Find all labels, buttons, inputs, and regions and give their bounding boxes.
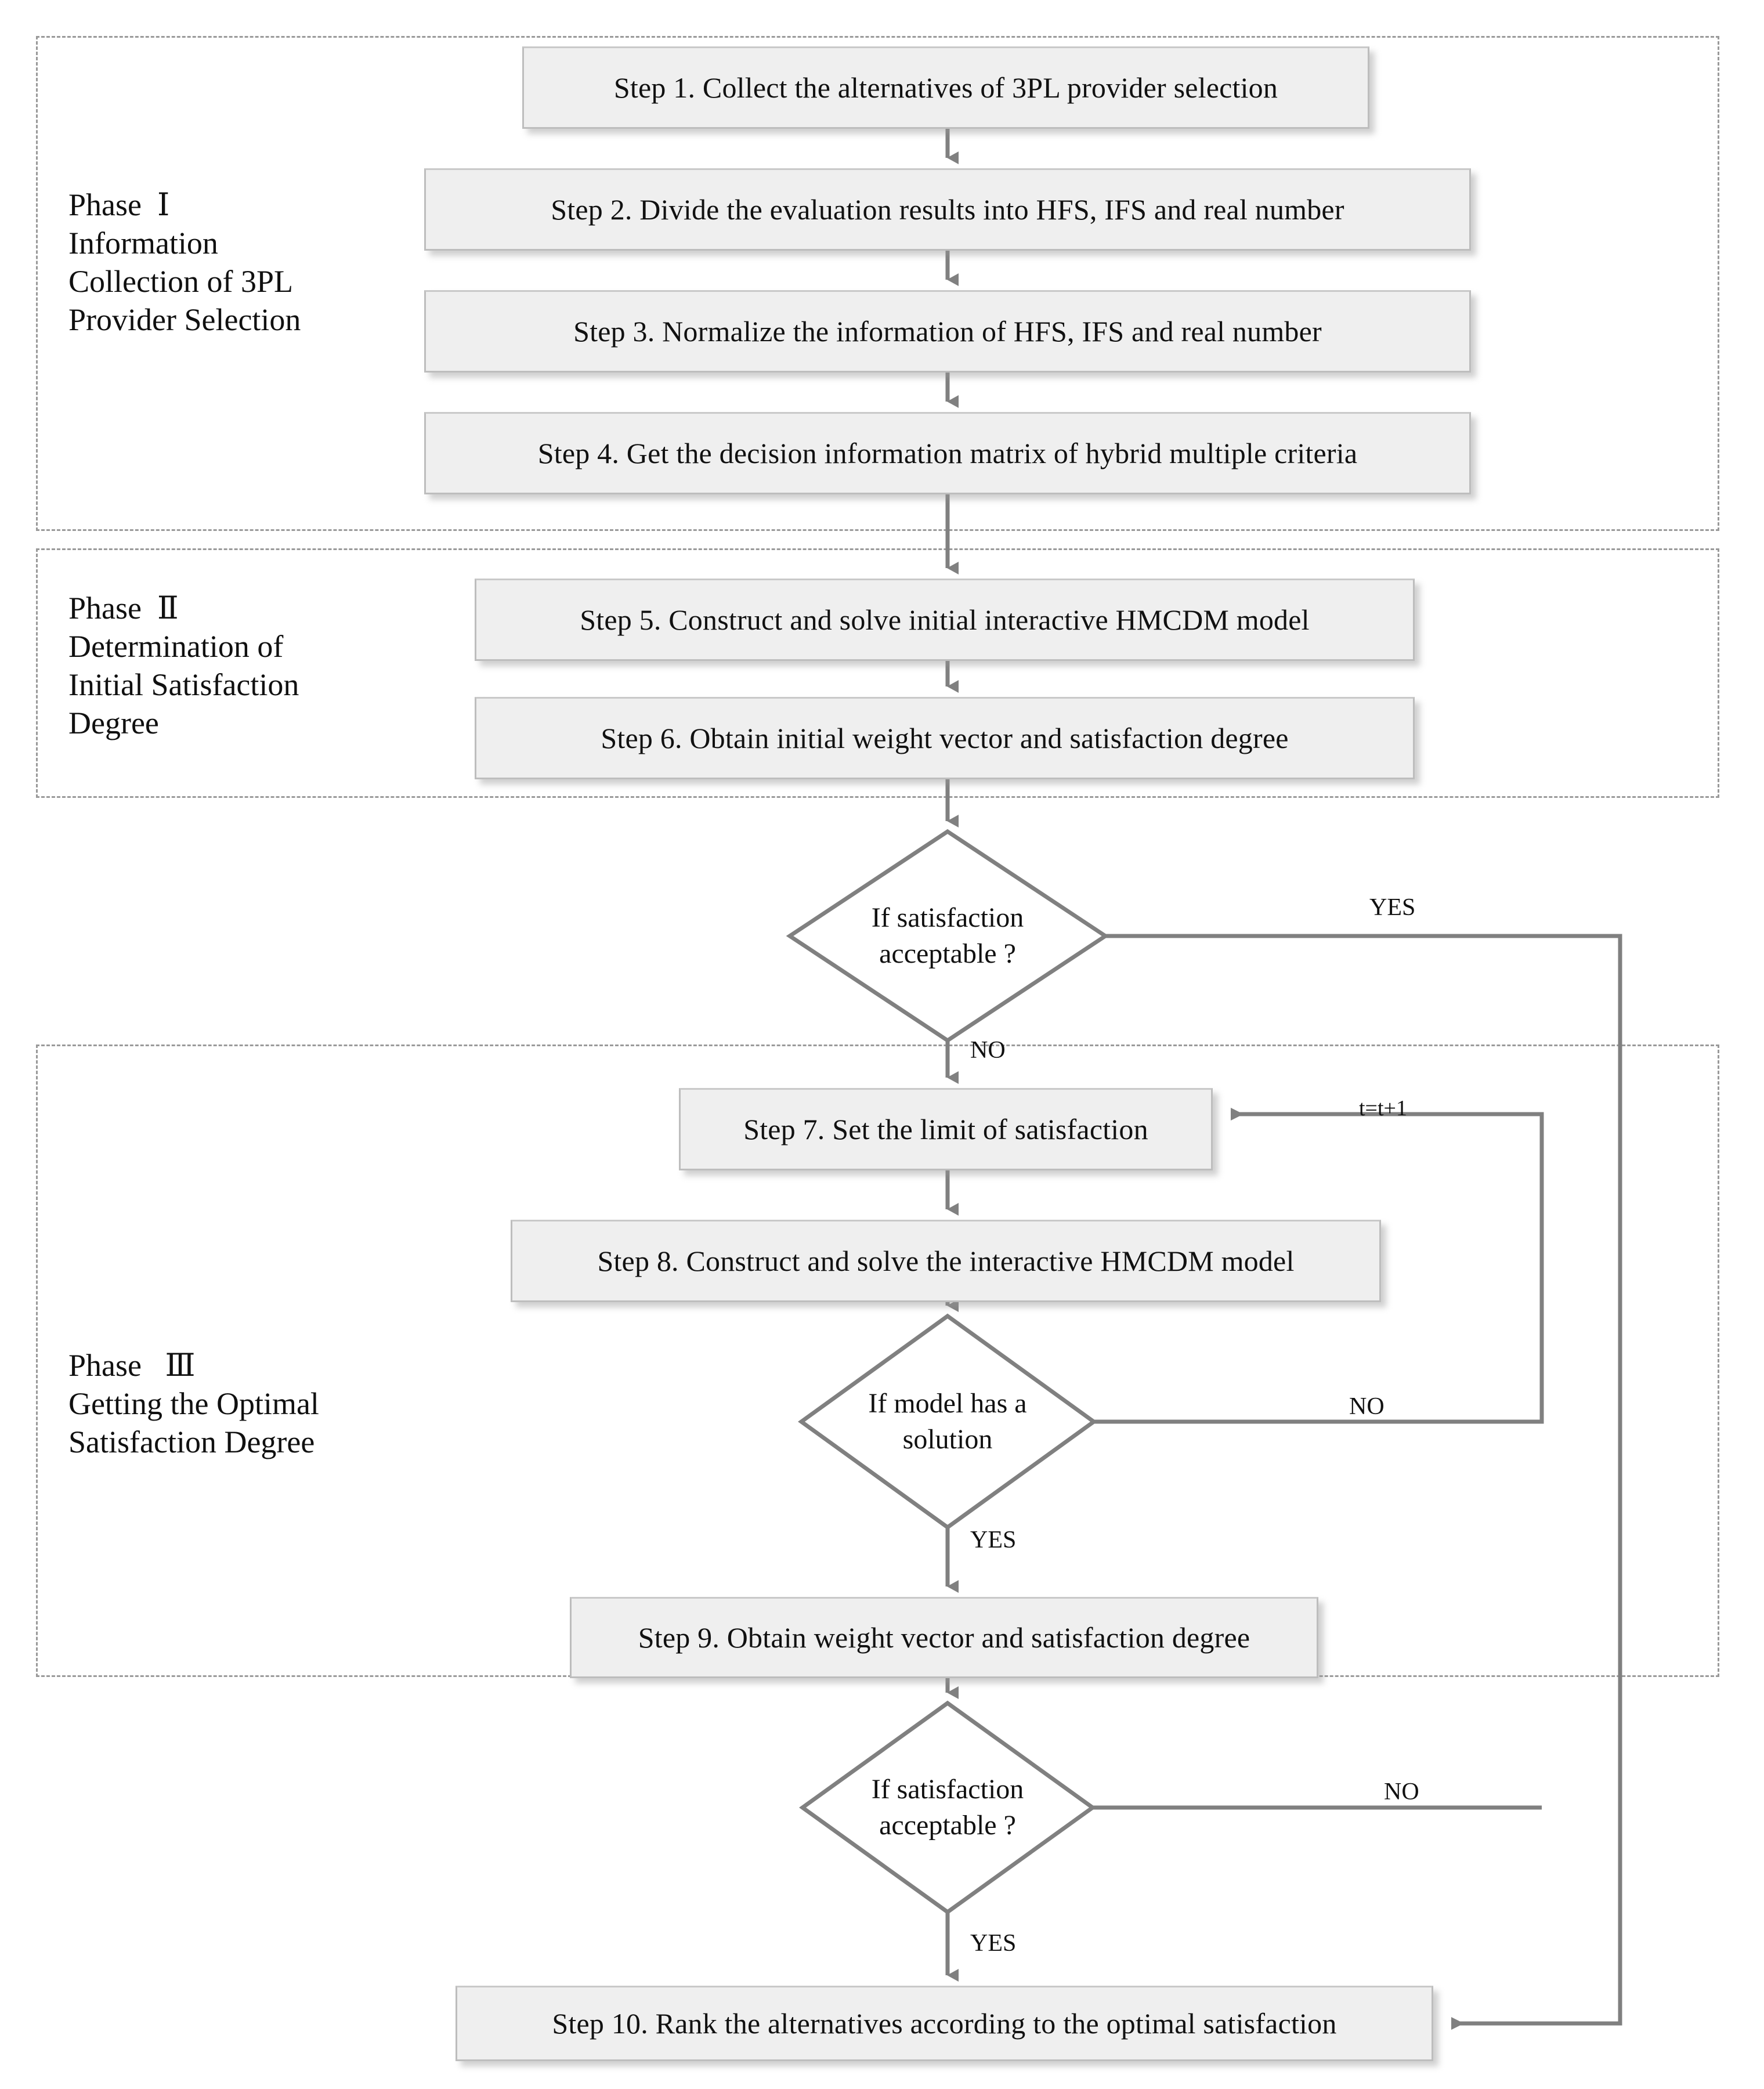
step-9-label: Step 9. Obtain weight vector and satisfa…: [638, 1621, 1250, 1654]
decision-1-label: If satisfaction acceptable ?: [871, 902, 1024, 969]
decision-2-shape: [798, 1313, 1097, 1530]
step-6-label: Step 6. Obtain initial weight vector and…: [601, 722, 1289, 754]
step-4-box[interactable]: Step 4. Get the decision information mat…: [424, 412, 1471, 494]
step-3-box[interactable]: Step 3. Normalize the information of HFS…: [424, 290, 1471, 373]
step-6-box[interactable]: Step 6. Obtain initial weight vector and…: [475, 697, 1415, 779]
phase-2-label: Phase Ⅱ Determination of Initial Satisfa…: [68, 591, 299, 740]
step-8-label: Step 8. Construct and solve the interact…: [597, 1245, 1295, 1277]
step-7-box[interactable]: Step 7. Set the limit of satisfaction: [679, 1088, 1213, 1170]
step-10-label: Step 10. Rank the alternatives according…: [552, 2007, 1337, 2040]
edge-label-no-2: NO: [1349, 1393, 1385, 1420]
edge-yes-1: [1105, 934, 1622, 2030]
step-7-label: Step 7. Set the limit of satisfaction: [743, 1113, 1148, 1145]
step-1-label: Step 1. Collect the alternatives of 3PL …: [613, 71, 1278, 104]
step-2-box[interactable]: Step 2. Divide the evaluation results in…: [424, 168, 1471, 251]
step-3-label: Step 3. Normalize the information of HFS…: [573, 315, 1322, 348]
edge-label-no-1: NO: [970, 1037, 1006, 1064]
step-8-box[interactable]: Step 8. Construct and solve the interact…: [511, 1220, 1381, 1302]
decision-2-label: If model has a solution: [868, 1388, 1027, 1455]
phase-1-container: [36, 36, 1719, 531]
decision-3-label: If satisfaction acceptable ?: [871, 1774, 1024, 1841]
decision-3-shape: [799, 1700, 1096, 1915]
step-4-label: Step 4. Get the decision information mat…: [537, 437, 1358, 469]
edge-label-iteration: t=t+1: [1359, 1096, 1407, 1121]
step-5-label: Step 5. Construct and solve initial inte…: [580, 603, 1310, 636]
edge-label-yes-1: YES: [1369, 894, 1416, 921]
step-2-label: Step 2. Divide the evaluation results in…: [551, 193, 1344, 226]
phase-1-label: Phase Ⅰ Information Collection of 3PL Pr…: [68, 187, 301, 337]
step-1-box[interactable]: Step 1. Collect the alternatives of 3PL …: [522, 46, 1369, 129]
step-5-box[interactable]: Step 5. Construct and solve initial inte…: [475, 579, 1415, 661]
edge-label-yes-2: YES: [970, 1527, 1017, 1553]
edge-label-yes-3: YES: [970, 1930, 1017, 1957]
step-9-box[interactable]: Step 9. Obtain weight vector and satisfa…: [570, 1597, 1318, 1678]
step-10-box[interactable]: Step 10. Rank the alternatives according…: [456, 1986, 1433, 2061]
decision-1-shape: [786, 829, 1109, 1043]
phase-2-container: [36, 548, 1719, 798]
edge-label-no-3: NO: [1384, 1779, 1419, 1805]
edge-no-2: [1094, 1108, 1544, 1424]
phase-3-label: Phase Ⅲ Getting the Optimal Satisfaction…: [68, 1348, 319, 1459]
